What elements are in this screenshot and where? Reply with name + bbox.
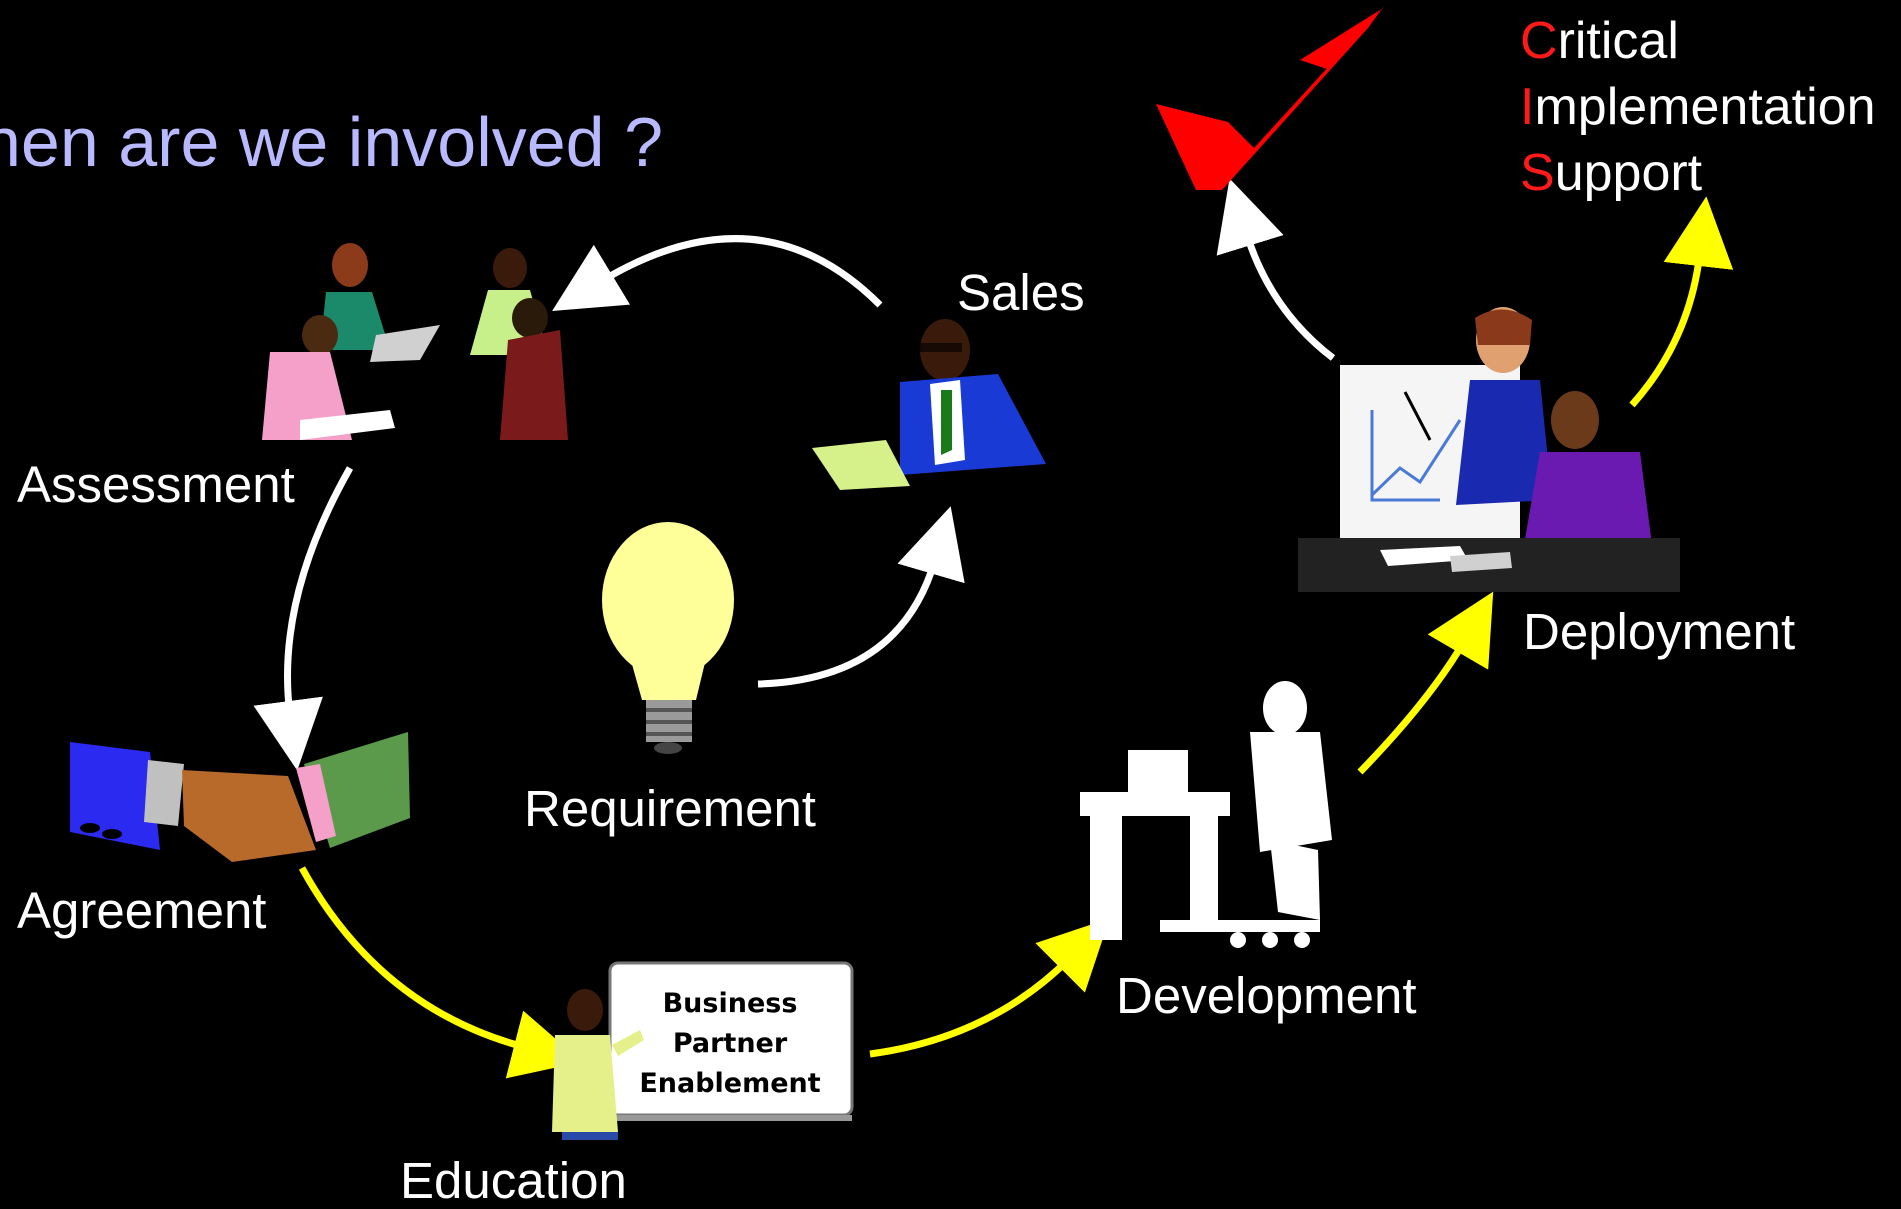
stage-label-development: Development — [1116, 967, 1417, 1024]
arrow-deployment-to-checkmark — [1216, 178, 1336, 361]
assessment-meeting-illustration — [262, 243, 568, 440]
cis-initial-i: I — [1520, 78, 1535, 136]
development-silhouette-illustration — [1080, 681, 1332, 948]
cis-rest-support: upport — [1554, 144, 1703, 202]
sales-person-illustration — [812, 319, 1046, 490]
handshake-illustration — [70, 732, 410, 862]
cis-line-implementation: Implementation — [1520, 74, 1876, 140]
stage-label-requirement: Requirement — [524, 780, 816, 837]
checkmark-icon — [1156, 6, 1384, 190]
cis-rest-critical: ritical — [1557, 12, 1679, 70]
whiteboard-line-3: Enablement — [639, 1068, 821, 1099]
stage-label-assessment: Assessment — [17, 456, 295, 513]
cis-initial-s: S — [1520, 144, 1555, 202]
lightbulb-icon — [602, 522, 734, 754]
stage-label-sales: Sales — [957, 264, 1085, 321]
cis-line-critical: Critical — [1520, 8, 1876, 74]
whiteboard-line-1: Business — [662, 988, 798, 1019]
education-whiteboard-illustration — [552, 961, 854, 1140]
page-title: hen are we involved ? — [0, 103, 663, 181]
stage-label-deployment: Deployment — [1523, 603, 1796, 660]
deployment-presentation-illustration — [1298, 307, 1680, 592]
arrow-requirement-to-sales — [757, 506, 965, 688]
whiteboard-line-2: Partner — [672, 1028, 788, 1059]
cis-acronym: Critical Implementation Support — [1520, 8, 1876, 206]
cis-rest-implementation: mplementation — [1534, 78, 1876, 136]
whiteboard-text: Business Partner Enablement — [612, 984, 848, 1104]
arrow-sales-to-assessment — [552, 235, 883, 312]
arrow-agreement-to-education — [298, 866, 583, 1079]
cis-line-support: Support — [1520, 140, 1876, 206]
arrow-education-to-development — [869, 918, 1110, 1058]
stage-label-education: Education — [400, 1152, 627, 1209]
stage-label-agreement: Agreement — [17, 882, 267, 939]
cis-initial-c: C — [1520, 12, 1558, 70]
arrow-assessment-to-agreement — [253, 466, 354, 771]
arrow-development-to-deployment — [1357, 591, 1494, 775]
arrow-deployment-to-cis — [1629, 196, 1734, 408]
